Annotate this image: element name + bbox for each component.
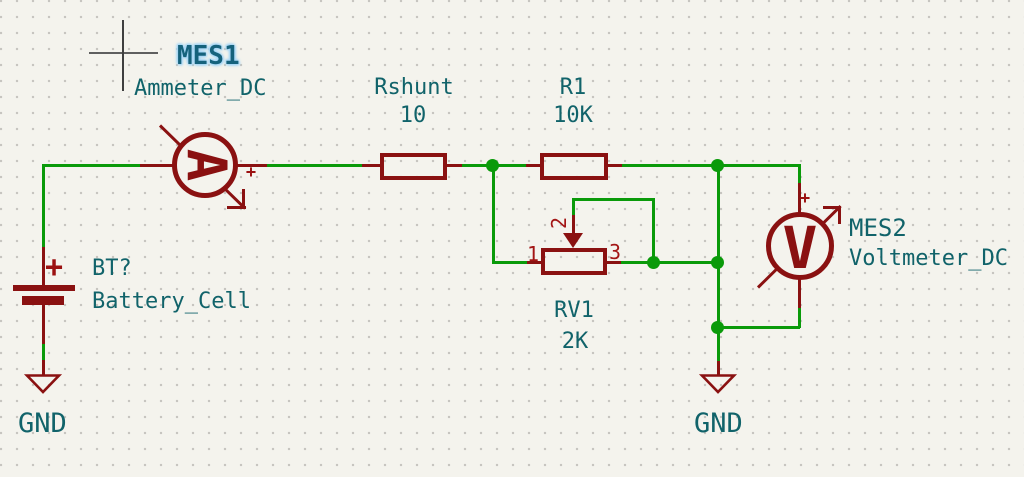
r1-value-label[interactable]: 10K <box>553 103 593 128</box>
junction-dot[interactable] <box>486 159 499 172</box>
wire-segment[interactable] <box>42 343 45 361</box>
wire-segment[interactable] <box>572 198 655 201</box>
junction-dot[interactable] <box>711 321 724 334</box>
gnd-left-label[interactable]: GND <box>18 408 67 439</box>
ammeter-ref-label-selected[interactable]: MES1 <box>177 41 240 71</box>
gnd-right-label[interactable]: GND <box>694 408 743 439</box>
wire-segment[interactable] <box>42 164 45 248</box>
polarity-plus: + <box>245 162 257 183</box>
rv1-ref-label[interactable]: RV1 <box>554 298 594 323</box>
junction-dot[interactable] <box>711 256 724 269</box>
rv1-value-label[interactable]: 2K <box>561 329 589 354</box>
pin-line[interactable] <box>527 261 541 264</box>
battery-plate-long <box>13 285 75 291</box>
pin-line[interactable] <box>42 304 45 344</box>
potentiometer-wiper-arrow <box>563 233 583 248</box>
wire-segment[interactable] <box>717 326 800 329</box>
wire-segment[interactable] <box>572 198 575 217</box>
junction-dot[interactable] <box>711 159 724 172</box>
polarity-plus: + <box>44 250 64 285</box>
pin-line[interactable] <box>42 247 45 286</box>
battery-plate-short <box>22 296 64 305</box>
pin-number-3: 3 <box>609 240 622 264</box>
junction-dot[interactable] <box>647 256 660 269</box>
gnd-triangle-icon <box>698 374 738 394</box>
pin-line[interactable] <box>42 360 45 376</box>
voltmeter-arrowhead <box>823 206 841 209</box>
resistor-rshunt-body[interactable] <box>380 153 447 180</box>
pin-line[interactable] <box>572 215 575 234</box>
wire-segment[interactable] <box>267 164 363 167</box>
wire-segment[interactable] <box>43 164 140 167</box>
resistor-r1-body[interactable] <box>540 153 608 180</box>
pin-line[interactable] <box>140 164 173 167</box>
wire-segment[interactable] <box>492 164 495 264</box>
rshunt-value-label[interactable]: 10 <box>399 103 427 128</box>
ammeter-value-label[interactable]: Ammeter_DC <box>134 76 267 101</box>
wire-segment[interactable] <box>621 261 718 264</box>
potentiometer-body <box>541 248 607 275</box>
voltmeter-circle: V <box>766 212 834 280</box>
voltmeter-ref-label[interactable]: MES2 <box>849 214 907 242</box>
pin-line[interactable] <box>237 164 267 167</box>
pin-line[interactable] <box>447 164 462 167</box>
wire-segment[interactable] <box>798 164 801 184</box>
battery-ref-label[interactable]: BT? <box>92 256 132 281</box>
voltmeter-value-label[interactable]: Voltmeter_DC <box>849 246 1008 271</box>
pin-line[interactable] <box>717 361 720 376</box>
voltmeter-arrowhead <box>838 206 841 224</box>
ammeter-arrowhead <box>242 189 245 209</box>
battery-value-label[interactable]: Battery_Cell <box>92 289 251 314</box>
gnd-triangle-icon <box>23 374 63 394</box>
pin-line[interactable] <box>608 164 622 167</box>
ammeter-letter: A <box>173 148 237 182</box>
r1-ref-label[interactable]: R1 <box>559 75 587 100</box>
crosshair-cursor-icon <box>122 20 124 91</box>
pin-line[interactable] <box>362 164 380 167</box>
pin-line[interactable] <box>526 164 540 167</box>
voltmeter-letter: V <box>782 214 818 282</box>
rshunt-ref-label[interactable]: Rshunt <box>374 75 454 100</box>
ammeter-arrowhead <box>227 206 246 209</box>
polarity-plus: + <box>799 188 811 209</box>
pin-line[interactable] <box>607 261 621 264</box>
wire-segment[interactable] <box>652 198 655 264</box>
pin-line[interactable] <box>798 183 801 213</box>
pin-line[interactable] <box>798 279 801 308</box>
wire-segment[interactable] <box>492 261 528 264</box>
pin-number-2: 2 <box>547 216 571 230</box>
pin-number-1: 1 <box>527 242 540 266</box>
ammeter-circle: A <box>172 132 238 198</box>
wire-segment[interactable] <box>798 307 801 328</box>
